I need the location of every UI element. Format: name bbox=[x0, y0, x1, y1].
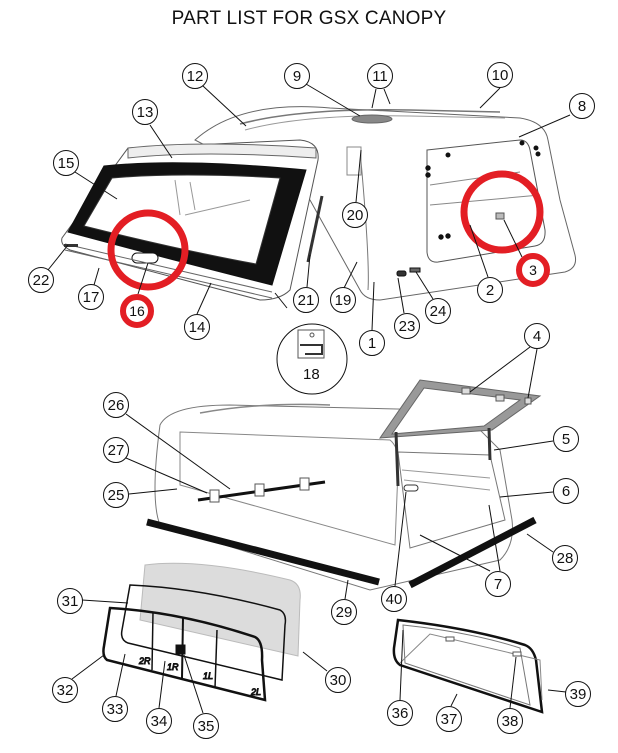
callout-39: 39 bbox=[565, 681, 591, 707]
callout-38: 38 bbox=[497, 708, 523, 734]
glass-label-1r: 1R bbox=[167, 662, 179, 672]
inset-18-detail bbox=[276, 323, 348, 395]
callout-29: 29 bbox=[331, 599, 357, 625]
callout-11: 11 bbox=[367, 63, 393, 89]
callout-19: 19 bbox=[330, 287, 356, 313]
callout-26: 26 bbox=[103, 392, 129, 418]
callout-6: 6 bbox=[553, 478, 579, 504]
callout-8: 8 bbox=[569, 93, 595, 119]
glass-label-1l: 1L bbox=[203, 671, 213, 681]
callout-13: 13 bbox=[132, 99, 158, 125]
callout-9: 9 bbox=[284, 63, 310, 89]
rear-glass-assembly: 2R 1R 1L 2L bbox=[102, 562, 301, 702]
leader-lines bbox=[47, 83, 571, 714]
glass-label-2l: 2L bbox=[250, 687, 261, 697]
highlight-circle-3 bbox=[460, 170, 544, 254]
callout-7: 7 bbox=[485, 571, 511, 597]
callout-31: 31 bbox=[57, 588, 83, 614]
callout-30: 30 bbox=[325, 667, 351, 693]
callout-24: 24 bbox=[425, 298, 451, 324]
callout-32: 32 bbox=[52, 677, 78, 703]
callout-35: 35 bbox=[193, 713, 219, 739]
callout-17: 17 bbox=[78, 284, 104, 310]
callout-22: 22 bbox=[28, 267, 54, 293]
callout-14: 14 bbox=[184, 314, 210, 340]
callout-18-inset-label: 18 bbox=[303, 366, 320, 383]
canopy-top-view bbox=[61, 106, 576, 301]
callout-25: 25 bbox=[103, 482, 129, 508]
callout-33: 33 bbox=[102, 696, 128, 722]
callout-3-highlighted: 3 bbox=[516, 253, 550, 287]
callout-23: 23 bbox=[394, 313, 420, 339]
callout-5: 5 bbox=[553, 426, 579, 452]
callout-12: 12 bbox=[182, 63, 208, 89]
callout-34: 34 bbox=[146, 708, 172, 734]
callout-15: 15 bbox=[53, 150, 79, 176]
callout-16-highlighted: 16 bbox=[120, 294, 154, 328]
glass-label-2r: 2R bbox=[138, 656, 151, 666]
callout-40: 40 bbox=[381, 586, 407, 612]
side-window-assembly bbox=[392, 618, 544, 714]
callout-21: 21 bbox=[293, 287, 319, 313]
callout-20: 20 bbox=[342, 202, 368, 228]
callout-1: 1 bbox=[359, 330, 385, 356]
callout-36: 36 bbox=[387, 700, 413, 726]
callout-4: 4 bbox=[524, 323, 550, 349]
callout-27: 27 bbox=[103, 437, 129, 463]
callout-28: 28 bbox=[552, 545, 578, 571]
callout-37: 37 bbox=[436, 706, 462, 732]
callout-10: 10 bbox=[487, 62, 513, 88]
highlight-circle-16 bbox=[107, 209, 189, 291]
page-title: PART LIST FOR GSX CANOPY bbox=[171, 8, 447, 29]
callout-2: 2 bbox=[477, 277, 503, 303]
canopy-side-view bbox=[146, 379, 542, 591]
